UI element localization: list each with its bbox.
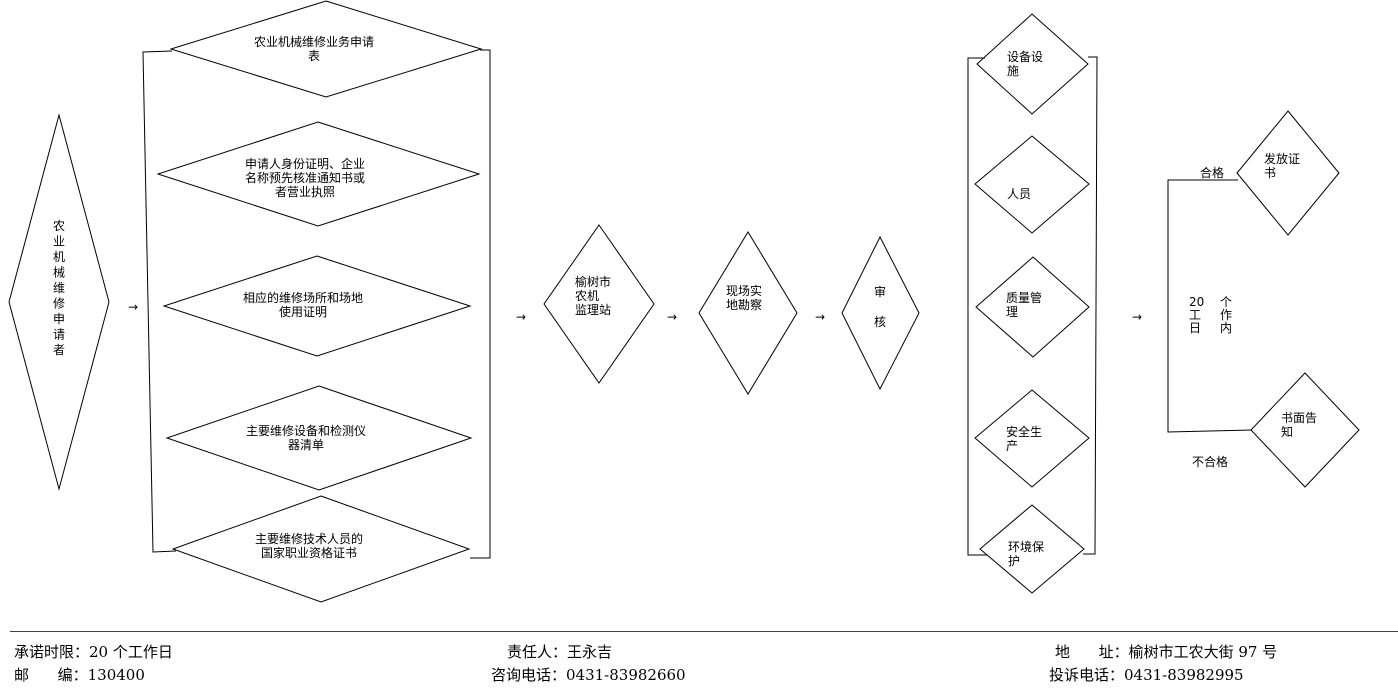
step-2-line-1: 现场实 bbox=[726, 283, 762, 298]
arrow-3: → bbox=[667, 310, 677, 324]
pass-outcome-line-1: 发放证 bbox=[1264, 151, 1300, 166]
applicant-char-6: 修 bbox=[53, 296, 65, 311]
document-1-line-1: 农业机械维修业务申请 bbox=[254, 34, 374, 49]
document-4-line-2: 器清单 bbox=[288, 438, 324, 452]
document-2-line-1: 申请人身份证明、企业 bbox=[245, 156, 365, 171]
criteria-diamond-4 bbox=[974, 389, 1090, 488]
deadline-col2-line-2: 作 bbox=[1220, 308, 1232, 322]
criteria-4-line-1: 安全生 bbox=[1006, 424, 1042, 439]
deadline-col2-line-1: 个 bbox=[1220, 295, 1232, 309]
document-diamond-1 bbox=[169, 0, 483, 98]
criteria-2-line-1: 人员 bbox=[1007, 187, 1031, 201]
flow-arrows: → → → → → bbox=[128, 300, 1142, 324]
promise-time: 承诺时限：20 个工作日 bbox=[14, 643, 173, 661]
fail-outcome-line-1: 书面告 bbox=[1281, 411, 1317, 425]
criteria-5-line-2: 护 bbox=[1008, 554, 1020, 568]
deadline-col1-line-2: 工 bbox=[1189, 308, 1201, 322]
step-diamond-inspection bbox=[698, 231, 798, 395]
postcode: 邮 编：130400 bbox=[14, 666, 145, 684]
complaint-phone: 投诉电话：0431-83982995 bbox=[1049, 666, 1244, 684]
document-3-line-1: 相应的维修场所和场地 bbox=[243, 290, 363, 305]
applicant-char-2: 业 bbox=[53, 235, 65, 249]
criteria-3-line-1: 质量管 bbox=[1006, 290, 1042, 305]
applicant-char-1: 农 bbox=[53, 219, 65, 233]
step-1-line-3: 监理站 bbox=[575, 303, 611, 317]
document-diamond-4 bbox=[165, 385, 473, 491]
documents-bracket-right bbox=[470, 49, 491, 559]
criteria-3-line-2: 理 bbox=[1006, 305, 1018, 319]
applicant-char-9: 者 bbox=[53, 343, 65, 357]
fail-label: 不合格 bbox=[1192, 454, 1228, 469]
document-diamond-5 bbox=[171, 495, 471, 603]
criteria-1-line-2: 施 bbox=[1007, 64, 1019, 78]
step-1-line-1: 榆树市 bbox=[575, 274, 611, 289]
deadline-col2-line-3: 内 bbox=[1220, 321, 1232, 335]
document-3-line-2: 使用证明 bbox=[279, 304, 327, 319]
result-diamond-pass bbox=[1236, 110, 1340, 236]
document-5-line-1: 主要维修技术人员的 bbox=[255, 531, 363, 546]
document-2-line-2: 名称预先核准通知书或 bbox=[245, 170, 365, 185]
document-5-line-2: 国家职业资格证书 bbox=[261, 545, 357, 560]
document-diamond-3 bbox=[162, 255, 472, 357]
documents-labels: 农业机械维修业务申请表申请人身份证明、企业名称预先核准通知书或者营业执照相应的维… bbox=[243, 34, 374, 560]
document-2-line-3: 者营业执照 bbox=[275, 185, 335, 199]
document-1-line-2: 表 bbox=[308, 49, 320, 63]
criteria-diamond-1 bbox=[976, 13, 1089, 115]
applicant-char-7: 申 bbox=[53, 312, 65, 326]
deadline-col1-line-1: 20 bbox=[1189, 295, 1204, 309]
criteria-diamond-3 bbox=[975, 256, 1090, 358]
applicant-char-3: 机 bbox=[53, 250, 65, 264]
applicant-diamond bbox=[8, 113, 110, 491]
criteria-4-line-2: 产 bbox=[1006, 439, 1018, 453]
criteria-5-line-1: 环境保 bbox=[1008, 539, 1044, 554]
step-2-line-2: 地勘察 bbox=[726, 298, 762, 312]
documents-bracket-left bbox=[142, 50, 177, 553]
step-diamond-review bbox=[841, 235, 920, 391]
pass-label: 合格 bbox=[1200, 165, 1224, 180]
arrow-2: → bbox=[516, 310, 526, 324]
criteria-1-line-1: 设备设 bbox=[1007, 50, 1043, 64]
document-diamond-2 bbox=[156, 121, 481, 227]
criteria-bracket-left bbox=[967, 57, 987, 556]
result-diamond-fail bbox=[1250, 372, 1360, 488]
fail-outcome-line-2: 知 bbox=[1281, 425, 1293, 439]
arrow-5: → bbox=[1132, 310, 1142, 324]
step-3-line-1: 审 bbox=[874, 284, 886, 299]
arrow-4: → bbox=[815, 310, 825, 324]
applicant-char-5: 维 bbox=[53, 281, 65, 295]
criteria-bracket-right bbox=[1083, 56, 1098, 555]
step-1-line-2: 农机 bbox=[575, 289, 599, 303]
responsible-person: 责任人：王永吉 bbox=[507, 643, 613, 661]
step-3-line-2: 核 bbox=[874, 315, 886, 329]
deadline-col1-line-3: 日 bbox=[1189, 321, 1201, 335]
footer-divider bbox=[10, 631, 1398, 632]
arrow-1: → bbox=[128, 300, 138, 314]
applicant-char-8: 请 bbox=[53, 328, 65, 342]
consult-phone: 咨询电话：0431-83982660 bbox=[491, 666, 686, 684]
criteria-diamond-2 bbox=[974, 135, 1090, 234]
applicant-char-4: 械 bbox=[53, 265, 65, 280]
result-branch-line bbox=[1167, 179, 1253, 433]
address: 地 址：榆树市工农大街 97 号 bbox=[1055, 643, 1278, 661]
criteria-diamond-5 bbox=[979, 504, 1085, 594]
pass-outcome-line-2: 书 bbox=[1264, 166, 1276, 180]
document-4-line-1: 主要维修设备和检测仪 bbox=[246, 423, 366, 438]
step-diamond-station bbox=[543, 224, 655, 384]
